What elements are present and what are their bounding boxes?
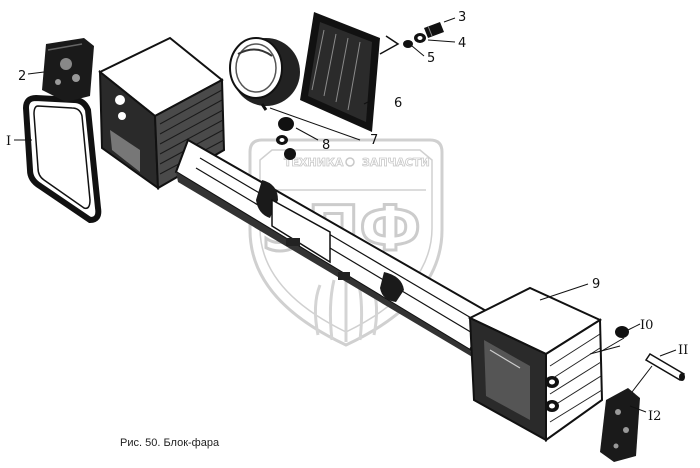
label-part-9: 9 (592, 277, 600, 292)
label-part-3: 3 (458, 10, 466, 25)
nut-part-10 (615, 326, 629, 338)
bracket-line (379, 35, 400, 55)
pin-part-11 (644, 352, 686, 382)
label-part-11: II (678, 343, 688, 358)
gasket-frame (22, 94, 102, 224)
label-part-5: 5 (427, 51, 435, 66)
central-tube (174, 138, 490, 358)
label-part-8: 8 (322, 138, 330, 153)
screw-part-3 (424, 22, 444, 38)
watermark-center-emblem (345, 157, 355, 167)
label-part-4: 4 (458, 36, 466, 51)
label-part-6: 6 (394, 96, 402, 111)
headlamp (229, 37, 300, 111)
label-part-10: I0 (640, 318, 653, 333)
label-part-12: I2 (648, 409, 661, 424)
left-housing (98, 36, 226, 191)
watermark-top-text-right: ЗАПЧАСТИ (362, 156, 430, 169)
lens-glass (300, 12, 380, 132)
washer-part-5 (403, 40, 413, 48)
right-housing (467, 286, 604, 442)
washer-part-4 (414, 33, 426, 43)
leader-lines (14, 17, 677, 413)
label-part-1: I (6, 134, 11, 149)
figure-caption: Рис. 50. Блок-фара (120, 437, 220, 449)
label-part-7: 7 (370, 133, 378, 148)
end-plate (42, 38, 94, 102)
nuts-part-8 (276, 117, 296, 160)
label-part-2: 2 (18, 69, 26, 84)
watermark-top-text-left: ТЕХНИКА (284, 156, 344, 169)
plate-part-12 (600, 388, 640, 462)
